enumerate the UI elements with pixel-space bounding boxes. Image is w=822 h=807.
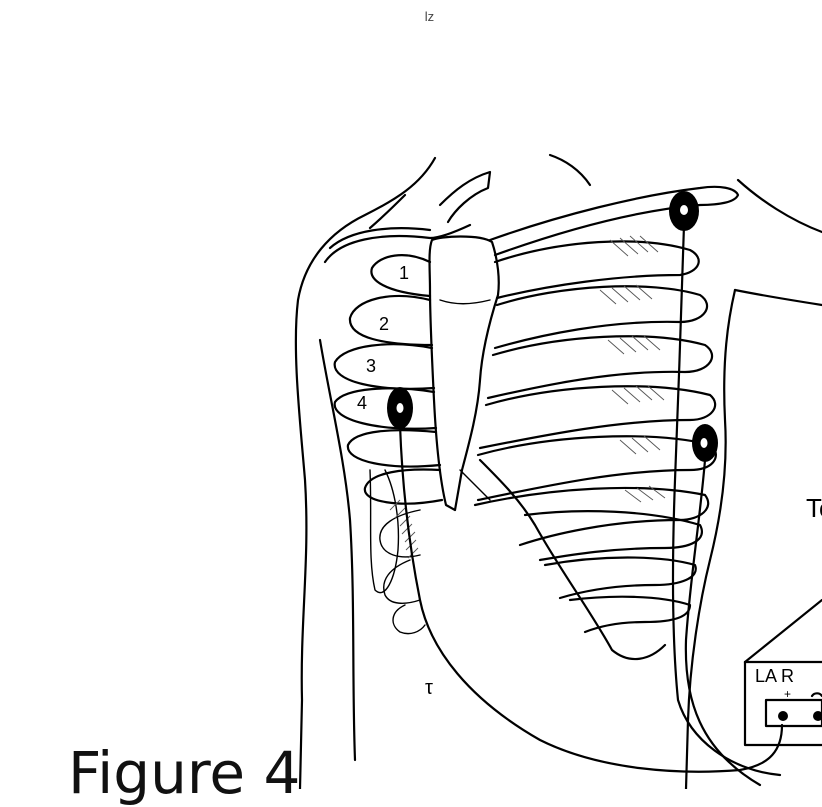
electrode-left-arm-icon <box>669 191 699 231</box>
rib-number-3: 3 <box>366 356 376 376</box>
navel-mark: τ <box>425 677 433 699</box>
side-text: To <box>806 493 822 523</box>
right-ribs <box>460 241 716 659</box>
rib-number-4: 4 <box>357 393 367 413</box>
monitor-device: LA R + <box>745 600 822 745</box>
lead-wires <box>400 225 782 785</box>
chest-electrode-diagram: 1 2 3 4 LA R + To <box>0 0 822 789</box>
device-plus-symbol: + <box>784 687 791 701</box>
device-label: LA R <box>755 666 794 686</box>
electrode-chest-right-icon <box>387 387 413 429</box>
electrode-chest-left-icon <box>692 424 718 462</box>
rib-number-1: 1 <box>399 263 409 283</box>
left-ribs <box>335 255 442 633</box>
rib-number-2: 2 <box>379 314 389 334</box>
shading-hatches <box>390 236 665 558</box>
torso-outline <box>296 158 822 789</box>
figure-caption: Figure 4 <box>68 744 300 802</box>
